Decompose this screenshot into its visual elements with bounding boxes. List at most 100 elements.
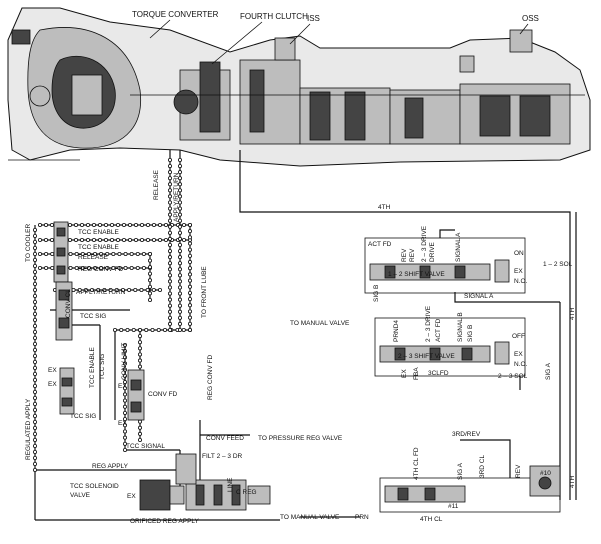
passage-dot: [33, 347, 38, 352]
tcc-sig-v-label: TCC SIG: [99, 354, 106, 380]
passage-dot: [123, 447, 128, 452]
passage-dot: [123, 380, 128, 385]
passage-dot: [50, 237, 55, 242]
c-reg-label: C REG: [236, 489, 257, 496]
passage-dot: [133, 237, 138, 242]
passage-dot: [141, 265, 146, 270]
passage-dot: [177, 249, 182, 254]
passage-dot: [123, 429, 128, 434]
passage-dot: [33, 287, 38, 292]
passage-dot: [74, 222, 79, 227]
passage-dot: [167, 242, 172, 247]
passage-dot: [38, 237, 43, 242]
passage-dot: [167, 309, 172, 314]
sol-2-3-label: 2 – 3 SOL: [498, 373, 528, 380]
act-fd-label: ACT FD: [368, 241, 392, 248]
passage-dot: [167, 176, 172, 181]
shift-valve-1-2: [364, 229, 560, 303]
passage-dot: [33, 467, 38, 472]
passage-dot: [38, 251, 43, 256]
on-label: ON: [514, 250, 524, 257]
passage-dot: [33, 317, 38, 322]
filt-valve: [175, 453, 197, 485]
signal-b-label: SIGNAL B: [457, 312, 464, 342]
passage-dot: [99, 265, 104, 270]
fba-label: FBA: [413, 367, 420, 380]
passage-dot: [167, 327, 172, 332]
passage-dot: [147, 284, 152, 289]
line-label: LINE: [227, 477, 234, 492]
passage-dot: [187, 222, 192, 227]
passage-dot: [33, 227, 38, 232]
tcc-solenoid: [139, 479, 271, 511]
passage-dot: [123, 349, 128, 354]
passage-dot: [177, 188, 182, 193]
passage-dot: [74, 265, 79, 270]
ex-label-5: EX: [401, 369, 408, 378]
passage-dot: [177, 164, 182, 169]
fluid-passages-left: [34, 150, 360, 521]
passage-dot: [117, 251, 122, 256]
passage-dot: [157, 222, 162, 227]
to-manual-valve-label-2: TO MANUAL VALVE: [290, 320, 350, 327]
ex-no-label-1b: N.O.: [514, 278, 528, 285]
passage-dot: [167, 157, 172, 162]
passage-dot: [177, 273, 182, 278]
passage-dot: [133, 222, 138, 227]
passage-dot: [167, 206, 172, 211]
passage-dot: [98, 222, 103, 227]
passage-dot: [123, 404, 128, 409]
passage-dot: [90, 287, 95, 292]
passage-dot: [44, 237, 49, 242]
drive-label: DRIVE: [429, 241, 436, 262]
passage-dot: [123, 342, 128, 347]
passage-dot: [123, 251, 128, 256]
passage-dot: [181, 327, 186, 332]
passage-dot: [147, 297, 152, 302]
passage-dot: [105, 265, 110, 270]
passage-dot: [119, 327, 124, 332]
ex-label-2: EX: [48, 381, 57, 388]
passage-dot: [137, 425, 142, 430]
passage-dot: [167, 188, 172, 193]
passage-dot: [167, 315, 172, 320]
passage-dot: [139, 222, 144, 227]
passage-dot: [33, 299, 38, 304]
passage-dot: [33, 413, 38, 418]
passage-dot: [123, 361, 128, 366]
signal-a-label: SIGNAL A: [455, 232, 462, 262]
ex-no-label-1a: EX: [514, 268, 523, 275]
passage-dot: [123, 417, 128, 422]
tcc-enable-v-label: TCC ENABLE: [89, 347, 96, 388]
passage-dot: [123, 423, 128, 428]
passage-dot: [33, 233, 38, 238]
passage-dot: [33, 359, 38, 364]
passage-dot: [127, 222, 132, 227]
tcc-sig-label-2: TCC SIG: [70, 413, 96, 420]
passage-dot: [102, 287, 107, 292]
ex-label-1: EX: [48, 367, 57, 374]
passage-dot: [177, 297, 182, 302]
passage-dot: [33, 323, 38, 328]
tcc-enable-label-1: TCC ENABLE: [78, 229, 119, 236]
passage-dot: [104, 237, 109, 242]
passage-dot: [151, 237, 156, 242]
sig-b-label: SIG B: [373, 285, 380, 302]
ex-label-4: EX: [118, 420, 127, 427]
passage-dot: [187, 278, 192, 283]
sol-1-2-label: 1 – 2 SOL: [543, 261, 573, 268]
conv-limit-label: CONV LIMIT: [121, 343, 128, 380]
passage-dot: [157, 287, 162, 292]
passage-dot: [145, 237, 150, 242]
conv-clutch-valve: [55, 281, 73, 341]
passage-dot: [68, 251, 73, 256]
reg-conv-fd-v-label: REG CONV FD: [207, 355, 214, 400]
passage-dot: [137, 437, 142, 442]
passage-dot: [33, 329, 38, 334]
ex-label-solenoid: EX: [127, 493, 136, 500]
passage-dot: [177, 255, 182, 260]
passage-dot: [167, 224, 172, 229]
passage-dot: [123, 392, 128, 397]
passage-dot: [127, 287, 132, 292]
passage-dot: [110, 222, 115, 227]
